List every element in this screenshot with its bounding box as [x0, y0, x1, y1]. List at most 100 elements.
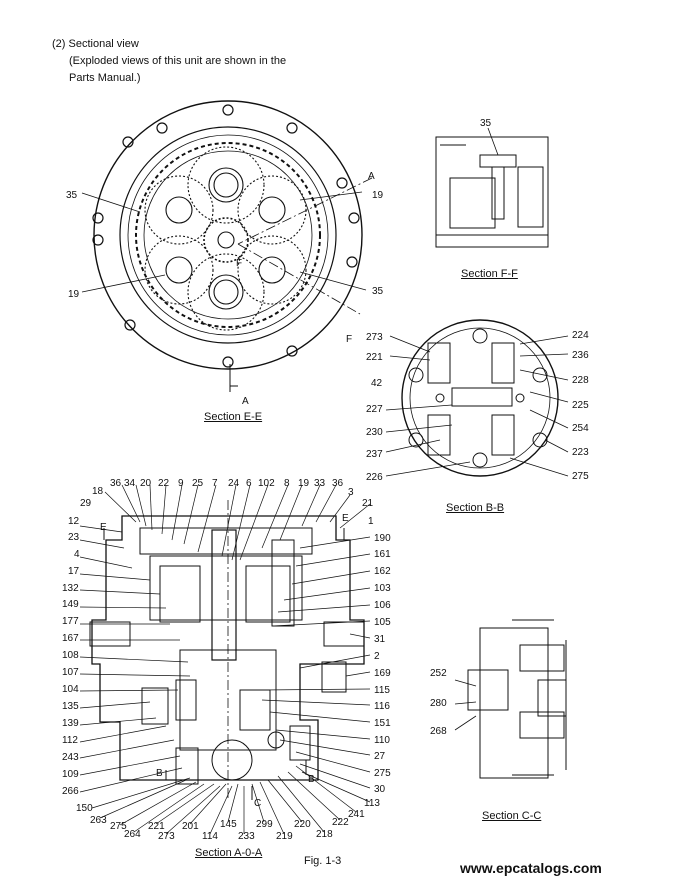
a0a-label: 201 — [182, 821, 199, 832]
a0a-label: 221 — [148, 821, 165, 832]
section-cc-view — [454, 619, 567, 779]
ee-label: 35 — [66, 190, 78, 201]
bb-label: 236 — [572, 350, 589, 361]
a0a-label: 36 — [110, 478, 122, 489]
a0a-label: 2 — [374, 651, 380, 662]
a0a-label: 273 — [158, 831, 175, 842]
a0a-label: 110 — [374, 735, 390, 746]
a0a-label: 7 — [212, 478, 218, 489]
ee-label: A — [368, 171, 375, 182]
section-a0a-top-labels: 18 36 34 20 22 9 25 7 24 6 102 8 19 33 3… — [92, 478, 354, 498]
section-ee-view — [81, 100, 373, 392]
a0a-label: 9 — [178, 478, 184, 489]
bb-label: 224 — [572, 330, 589, 341]
a0a-label: 151 — [374, 718, 391, 729]
a0a-label: 27 — [374, 751, 386, 762]
a0a-label: 29 — [80, 498, 92, 509]
caption-section-bb: Section B-B — [446, 502, 505, 514]
section-bb-view — [385, 319, 569, 477]
a0a-mark: B — [156, 768, 163, 779]
ee-label: A — [242, 396, 249, 407]
a0a-label: 150 — [76, 803, 93, 814]
a0a-label: 263 — [90, 815, 107, 826]
section-ff-view — [435, 127, 549, 248]
a0a-label: 109 — [62, 769, 79, 780]
a0a-label: 220 — [294, 819, 311, 830]
ff-label: 35 — [480, 118, 492, 129]
cc-label: 268 — [430, 726, 447, 737]
a0a-label: 106 — [374, 600, 391, 611]
a0a-label: 132 — [62, 583, 79, 594]
a0a-label: 18 — [92, 486, 104, 497]
a0a-label: 105 — [374, 617, 391, 628]
a0a-label: 149 — [62, 599, 79, 610]
bb-label: 225 — [572, 400, 589, 411]
a0a-label: 107 — [62, 667, 79, 678]
a0a-label: 222 — [332, 817, 349, 828]
bb-label: 226 — [366, 472, 383, 483]
bb-label: 230 — [366, 427, 383, 438]
a0a-label: 115 — [374, 685, 390, 696]
a0a-label: 266 — [62, 786, 79, 797]
bb-label: 275 — [572, 471, 589, 482]
a0a-label: 30 — [374, 784, 386, 795]
a0a-label: 12 — [68, 516, 80, 527]
watermark: www.epcatalogs.com — [460, 860, 602, 876]
caption-section-ff: Section F-F — [461, 268, 518, 280]
ee-label: 35 — [372, 286, 384, 297]
a0a-label: 34 — [124, 478, 136, 489]
bb-label: 227 — [366, 404, 383, 415]
a0a-label: 135 — [62, 701, 79, 712]
a0a-label: 102 — [258, 478, 275, 489]
a0a-label: 167 — [62, 633, 79, 644]
a0a-label: 22 — [158, 478, 170, 489]
a0a-label: 8 — [284, 478, 290, 489]
a0a-label: 139 — [62, 718, 79, 729]
a0a-label: 36 — [332, 478, 344, 489]
bb-label: 237 — [366, 449, 383, 460]
exploded-note-line1: (Exploded views of this unit are shown i… — [69, 55, 287, 67]
a0a-label: 275 — [374, 768, 391, 779]
a0a-label: 264 — [124, 829, 141, 840]
a0a-label: 33 — [314, 478, 326, 489]
a0a-label: 104 — [62, 684, 79, 695]
ee-label: 19 — [68, 289, 80, 300]
section-heading: (2) Sectional view — [52, 38, 139, 50]
a0a-label: 145 — [220, 819, 237, 830]
section-bb-labels: 273 221 42 227 230 237 226 224 236 228 2… — [366, 330, 589, 483]
a0a-label: 218 — [316, 829, 333, 840]
a0a-label: 299 — [256, 819, 273, 830]
section-ee-labels: 35 19 19 35 A A F F — [66, 171, 384, 407]
a0a-label: 6 — [246, 478, 252, 489]
a0a-label: 112 — [62, 735, 78, 746]
a0a-mark: B — [308, 774, 315, 785]
caption-section-cc: Section C-C — [482, 810, 542, 822]
a0a-label: 20 — [140, 478, 152, 489]
a0a-label: E — [342, 513, 349, 524]
ee-label: 19 — [372, 190, 384, 201]
a0a-label: 169 — [374, 668, 391, 679]
a0a-label: 108 — [62, 650, 79, 661]
exploded-note-line2: Parts Manual.) — [69, 72, 141, 84]
bb-label: 223 — [572, 447, 589, 458]
section-a0a-marks: B B C — [156, 768, 315, 809]
a0a-label: 23 — [68, 532, 80, 543]
a0a-label: 103 — [374, 583, 391, 594]
a0a-label: 162 — [374, 566, 391, 577]
a0a-label: 19 — [298, 478, 310, 489]
section-a0a-right-labels: 21 E 1 190 161 162 103 106 105 31 2 169 … — [342, 498, 391, 809]
a0a-label: 275 — [110, 821, 127, 832]
bb-label: 254 — [572, 423, 589, 434]
section-a0a-left-labels: 29 12 E 23 4 17 132 149 177 167 108 107 … — [62, 498, 107, 814]
bb-label: 273 — [366, 332, 383, 343]
a0a-label: 24 — [228, 478, 240, 489]
a0a-label: 161 — [374, 549, 391, 560]
bb-label: 42 — [371, 378, 383, 389]
a0a-label: 190 — [374, 533, 391, 544]
ee-label: F — [236, 258, 242, 269]
ee-label: F — [346, 334, 352, 345]
a0a-label: 177 — [62, 616, 79, 627]
section-a0a-bottom-labels: 263 275 264 221 273 201 114 145 233 299 … — [90, 809, 365, 842]
bb-label: 228 — [572, 375, 589, 386]
